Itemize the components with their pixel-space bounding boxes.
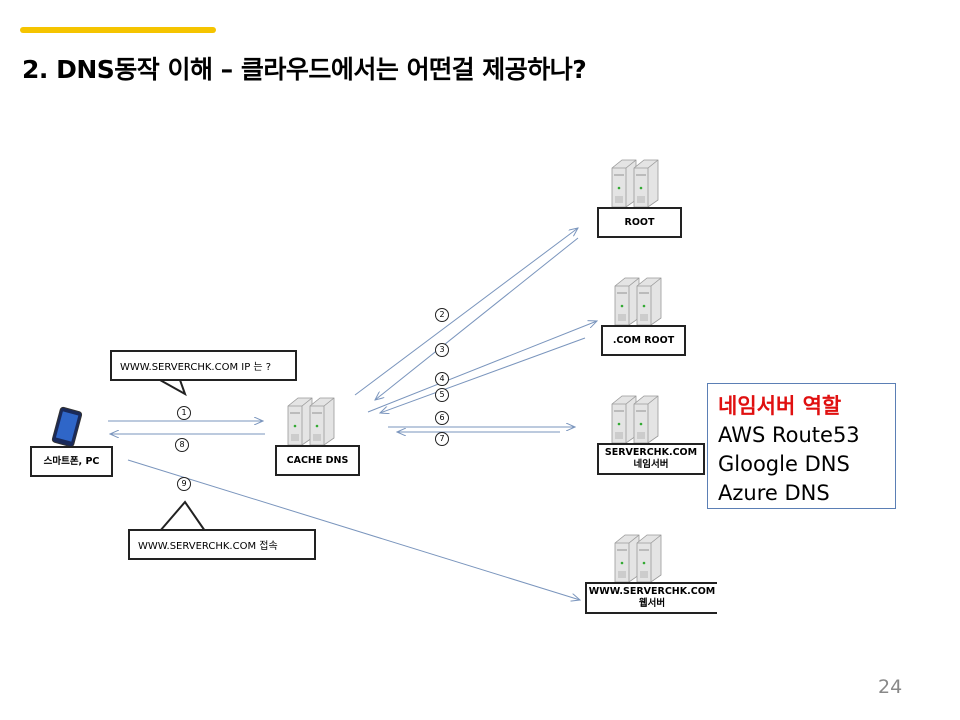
com-root-node: .COM ROOT — [601, 325, 686, 356]
query-bubble: WWW.SERVERCHK.COM IP 는 ? — [110, 350, 297, 381]
bubble-tail — [159, 379, 187, 397]
step-7-marker: 7 — [435, 432, 449, 446]
webserver-label-2: 웹서버 — [638, 598, 666, 609]
arrow-step-2 — [354, 228, 578, 396]
callout-item: Azure DNS — [718, 481, 830, 505]
step-3-marker: 3 — [435, 343, 449, 357]
root-node: ROOT — [597, 207, 682, 238]
nameserver-label-1: SERVERCHK.COM — [604, 447, 698, 458]
root-label: ROOT — [624, 216, 655, 228]
callout-item: AWS Route53 — [718, 423, 860, 447]
bubble-tail — [159, 500, 206, 532]
arrow-step-4 — [367, 321, 597, 413]
arrow-step-5 — [380, 337, 586, 413]
server-icon — [611, 159, 659, 208]
step-8-marker: 8 — [175, 438, 189, 452]
accent-bar — [20, 27, 216, 33]
step-2-marker: 2 — [435, 308, 449, 322]
arrow-step-3 — [375, 237, 579, 400]
step-1-marker: 1 — [177, 406, 191, 420]
step-5-marker: 5 — [435, 388, 449, 402]
server-icon — [287, 397, 335, 446]
step-9-marker: 9 — [177, 477, 191, 491]
server-icon — [611, 395, 659, 444]
server-icon — [614, 277, 662, 326]
smartphone-icon — [51, 406, 83, 448]
nameserver-role-callout: 네임서버 역할 AWS Route53 Gloogle DNS Azure DN… — [707, 383, 896, 509]
page-title: 2. DNS동작 이해 – 클라우드에서는 어떤걸 제공하나? — [22, 55, 587, 84]
connect-bubble: WWW.SERVERCHK.COM 접속 — [128, 529, 316, 560]
cache-dns-node: CACHE DNS — [275, 445, 360, 476]
client-label: 스마트폰, PC — [43, 455, 100, 467]
callout-item: Gloogle DNS — [718, 452, 850, 476]
page-number: 24 — [878, 676, 903, 698]
com-root-label: .COM ROOT — [612, 334, 675, 346]
callout-title: 네임서버 역할 — [718, 394, 842, 418]
nameserver-label-2: 네임서버 — [633, 459, 669, 470]
step-6-marker: 6 — [435, 411, 449, 425]
server-icon — [614, 534, 662, 583]
client-node: 스마트폰, PC — [30, 446, 113, 477]
webserver-label-1: WWW.SERVERCHK.COM — [588, 586, 716, 597]
cache-dns-label: CACHE DNS — [286, 454, 349, 466]
step-4-marker: 4 — [435, 372, 449, 386]
arrow-step-9 — [127, 459, 580, 600]
